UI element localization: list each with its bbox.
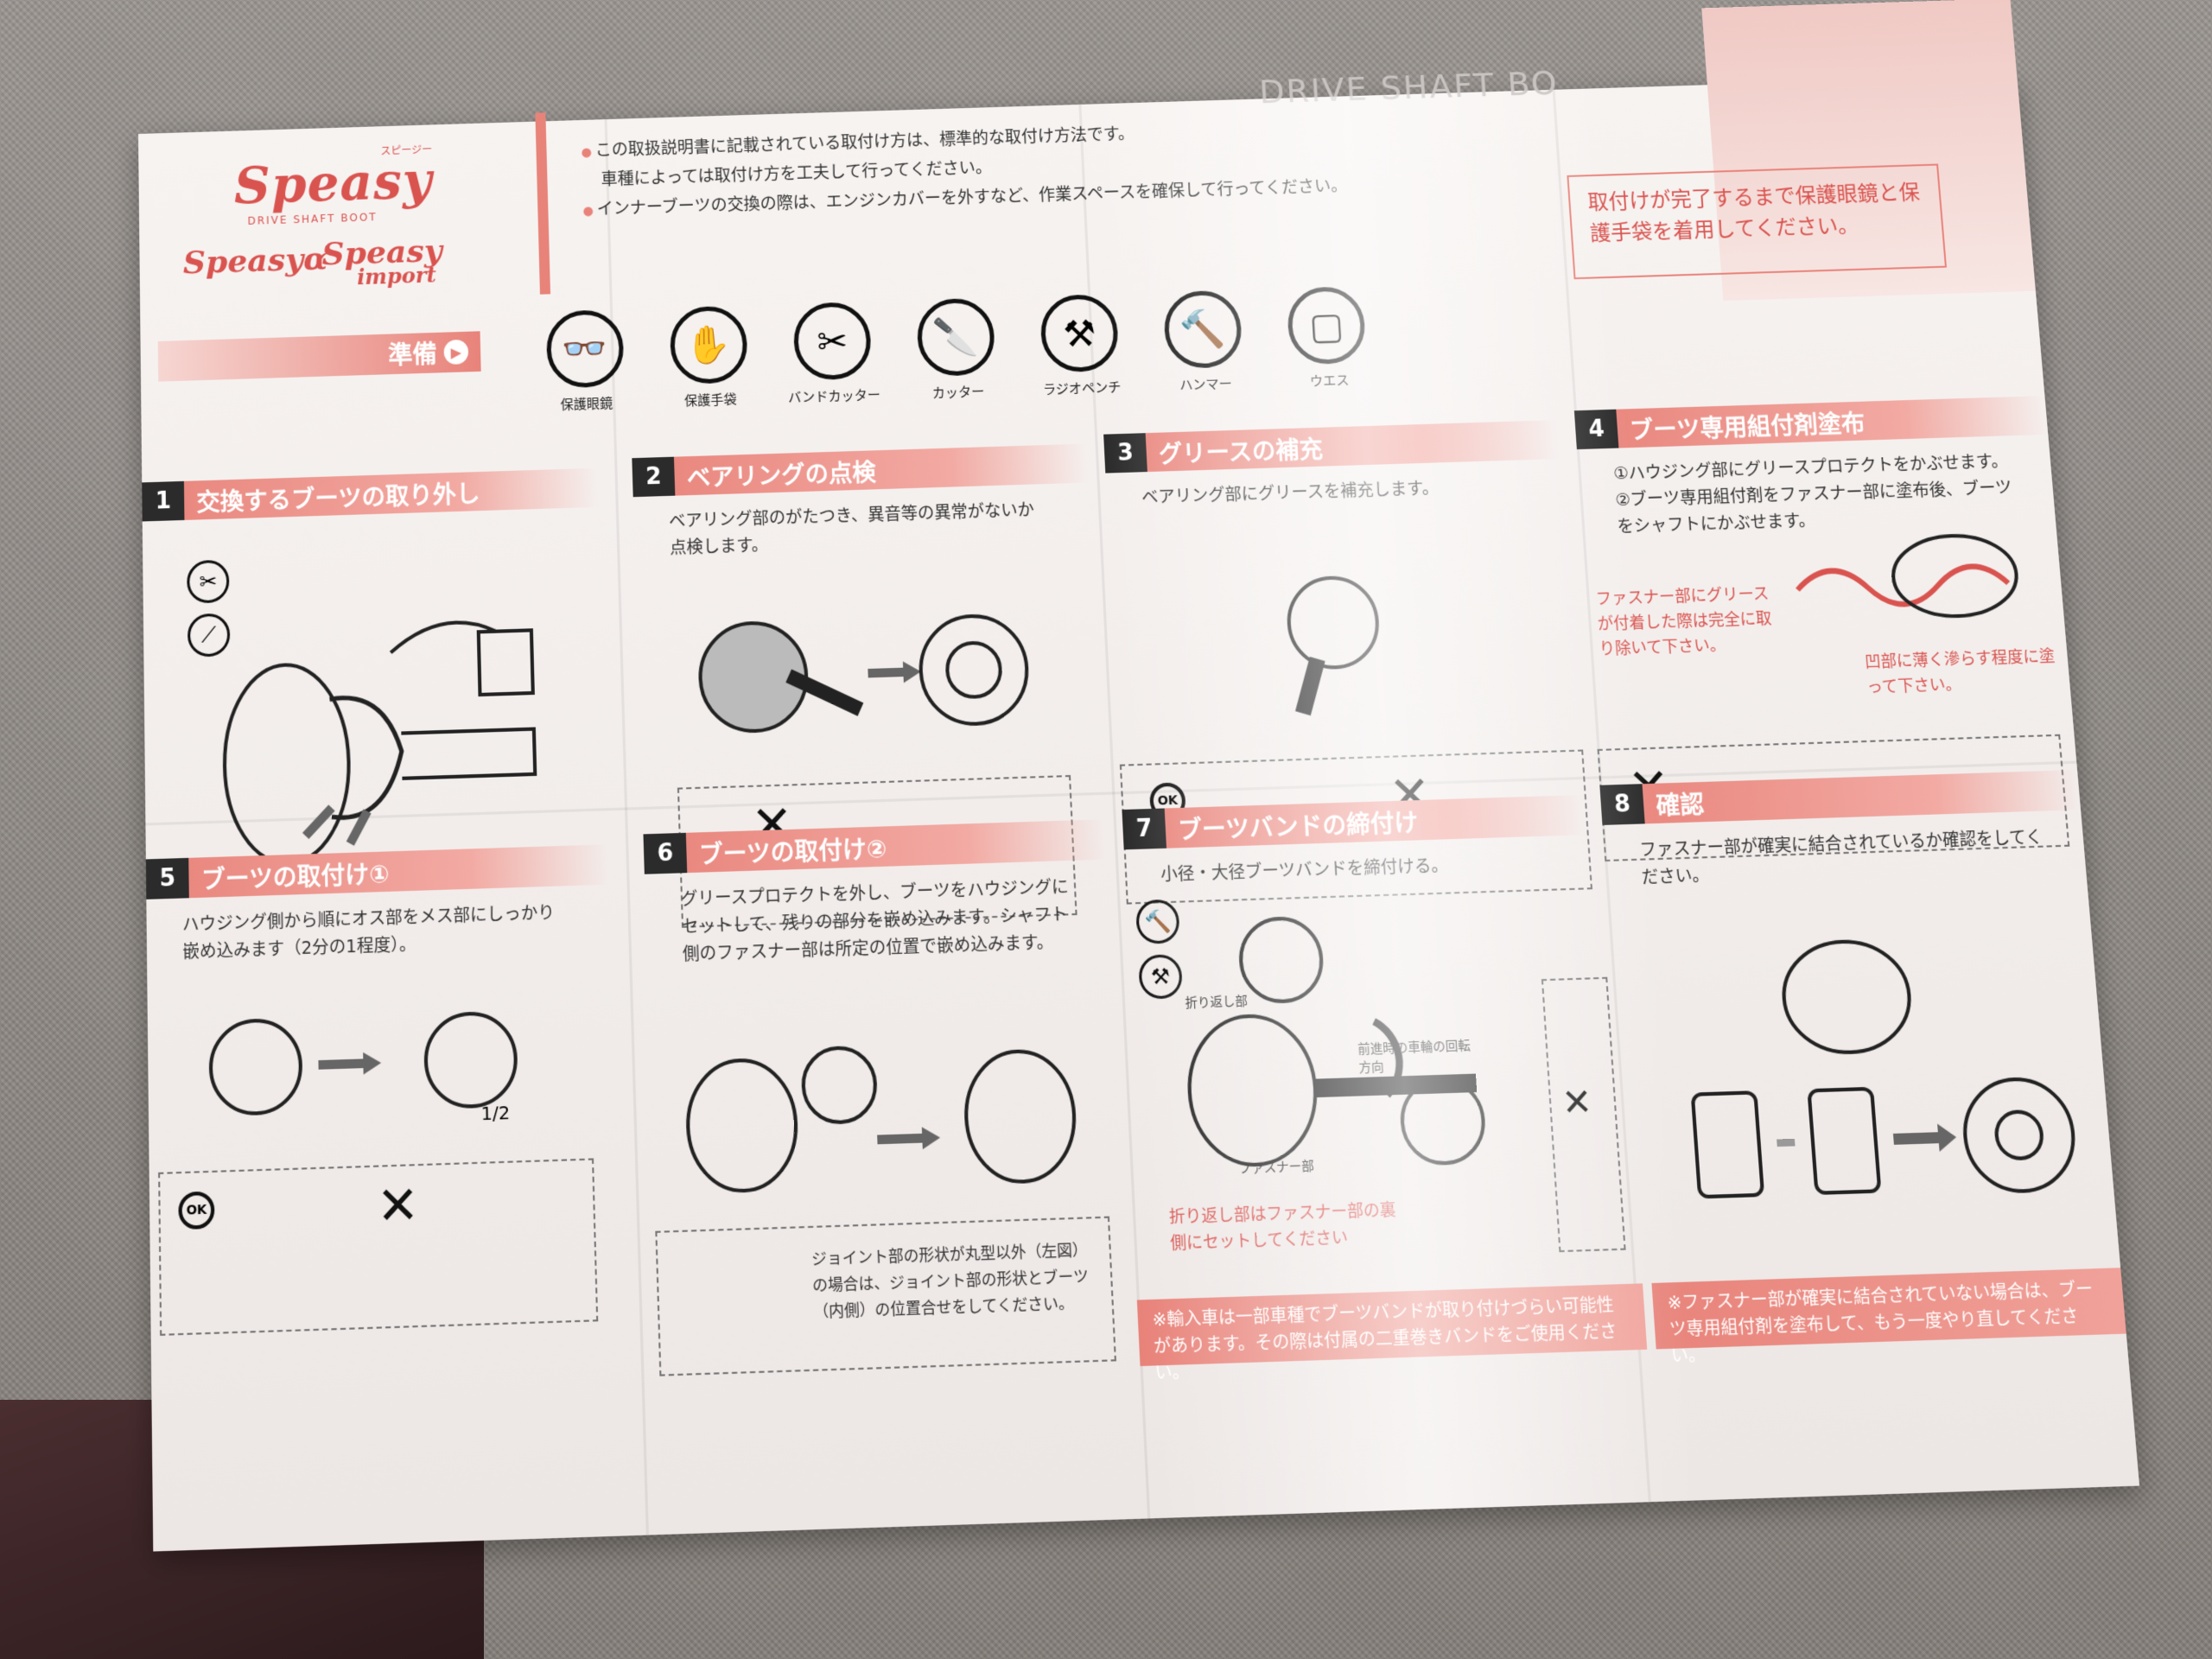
step-description: ベアリング部のがたつき、異音等の異常がないか点検します。 (668, 499, 1035, 558)
tool-pliers: ⚒ ラジオペンチ (1026, 293, 1136, 419)
goggles-icon: 👓 (545, 308, 625, 389)
speasy-logo: Speasy (233, 150, 434, 216)
pliers-icon: ⚒ (1039, 293, 1120, 373)
cloth-icon: ▢ (1286, 285, 1367, 365)
tool-list: 👓 保護眼鏡 ✋ 保護手袋 ✂ バンドカッター 🔪 カッター ⚒ ラジオペンチ … (531, 279, 1582, 435)
step-header: 1 交換するブーツの取り外し (142, 467, 599, 522)
tool-band-cutter: ✂ バンドカッター (779, 301, 887, 427)
check-illustration (1663, 925, 2096, 1217)
step-description: ベアリング部にグリースを補充します。 (1141, 478, 1440, 508)
safety-warning: 取付けが完了するまで保護眼鏡と保護手袋を着用してください。 (1567, 163, 1948, 280)
step-4: 4 ブーツ専用組付剤塗布 ①ハウジング部にグリースプロテクトをかぶせます。②ブー… (1573, 396, 2056, 542)
step-6: 6 ブーツの取付け② グリースプロテクトを外し、ブーツをハウジングにセットして、… (643, 819, 1111, 969)
arrow-right-icon: ▶ (443, 339, 469, 365)
speasy-import-logo: Speasy import (321, 232, 443, 290)
step-header: 4 ブーツ専用組付剤塗布 (1573, 396, 2049, 450)
cutter-icon: 🔪 (916, 297, 996, 378)
step4-grease-note: ファスナー部にグリースが付着した際は完全に取り除いて下さい。 (1595, 584, 1773, 659)
glove-icon: ✋ (669, 305, 749, 385)
brand-area: スピージー Speasy DRIVE SHAFT BOOT Speasyα Sp… (164, 141, 480, 324)
tool-hammer: 🔨 ハンマー (1148, 289, 1259, 416)
prep-header: 準備 ▶ (157, 331, 481, 382)
fit-example-box: OK ✕ (158, 1158, 599, 1336)
step-7: 7 ブーツバンドの締付け 小径・大径ブーツバンドを締付ける。 (1122, 794, 1587, 890)
joint-note-box: ジョイント部の形状が丸型以外（左図）の場合は、ジョイント部の形状とブーツ（内側）… (655, 1216, 1116, 1376)
step-1: 1 交換するブーツの取り外し (142, 467, 599, 522)
fold-note: 折り返し部はファスナー部の裏側にセットしてください (1168, 1200, 1397, 1254)
step-description: ハウジング側から順にオス部をメス部にしっかり嵌め込みます（2分の1程度）。 (181, 902, 556, 963)
tool-cloth: ▢ ウエス (1272, 285, 1383, 410)
fastener-recheck-note: ※ファスナー部が確実に結合されていない場合は、ブーツ専用組付剤を塗布して、もう一… (1651, 1268, 2126, 1367)
ok-mark: OK (178, 1191, 215, 1230)
boot-fit-step2-illustration (668, 1031, 1105, 1212)
band-cutter-icon: ✂ (187, 559, 230, 604)
step4-apply-note: 凹部に薄く滲らす程度に塗って下さい。 (1864, 646, 2056, 697)
joint-note: ジョイント部の形状が丸型以外（左図）の場合は、ジョイント部の形状とブーツ（内側）… (810, 1241, 1090, 1322)
ng-mark: ✕ (1560, 1081, 1594, 1125)
step-8: 8 確認 ファスナー部が確実に結合されているか確認をしてください。 (1599, 770, 2087, 893)
hammer-icon: 🔨 (1162, 289, 1243, 370)
ng-mark: ✕ (376, 1174, 420, 1237)
tool-cutter: 🔪 カッター (902, 297, 1012, 423)
step-3: 3 グリースの補充 ベアリング部にグリースを補充します。 (1103, 420, 1562, 512)
step-header: 3 グリースの補充 (1103, 420, 1560, 474)
notes: この取扱説明書に記載されている取付け方は、標準的な取付け方法です。 車種によって… (535, 86, 1408, 295)
band-tightening-illustration (1172, 906, 1526, 1176)
grease-refill-illustration (1198, 548, 1437, 734)
step-description: ①ハウジング部にグリースプロテクトをかぶせます。②ブーツ専用組付剤をファスナー部… (1612, 451, 2013, 537)
tool-gloves: ✋ 保護手袋 (655, 305, 764, 431)
step-description: ファスナー部が確実に結合されているか確認をしてください。 (1638, 827, 2044, 888)
step-2: 2 ベアリングの点検 ベアリング部のがたつき、異音等の異常がないか点検します。 (632, 443, 1091, 563)
half-label: 1/2 (480, 1102, 510, 1125)
import-car-note: ※輸入車は一部車種でブーツバンドが取り付けづらい可能性があります。その際は付属の… (1136, 1283, 1648, 1383)
drive-shaft-title: DRIVE SHAFT BO (1258, 63, 1560, 111)
boot-fit-step1-illustration: 1/2 (183, 992, 580, 1125)
step-5: 5 ブーツの取付け① ハウジング側から順にオス部をメス部にしっかり嵌め込みます（… (145, 844, 611, 967)
bearing-inspection-illustration (681, 596, 1057, 752)
fastener-apply-illustration (1776, 529, 2048, 644)
band-example-box: ✕ (1541, 976, 1626, 1253)
tool-goggles: 👓 保護眼鏡 (531, 308, 639, 435)
step-description: グリースプロテクトを外し、ブーツをハウジングにセットして、残りの部分を嵌め込みま… (680, 876, 1070, 965)
instruction-sheet: スピージー Speasy DRIVE SHAFT BOOT Speasyα Sp… (138, 0, 2140, 1552)
band-cutter-icon: ✂ (792, 301, 873, 381)
speasy-alpha-logo: Speasyα (182, 240, 328, 282)
step-header: 2 ベアリングの点検 (632, 443, 1089, 498)
